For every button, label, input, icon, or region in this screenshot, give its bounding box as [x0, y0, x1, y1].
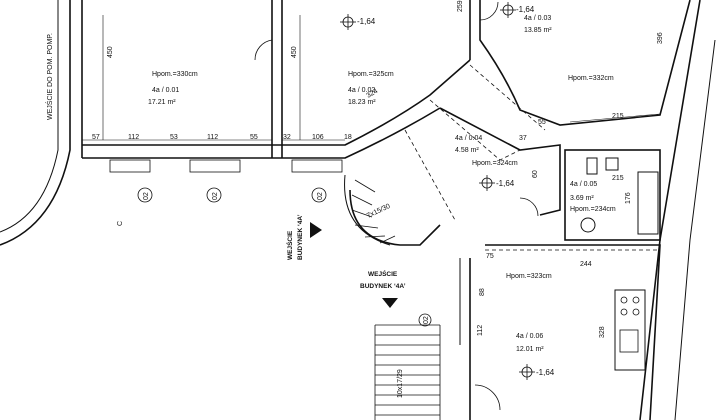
room3-outer [639, 0, 701, 420]
dashed-ceiling-2 [429, 99, 521, 161]
entry-arrow-1 [310, 222, 322, 238]
dim-112-b: 112 [207, 134, 218, 141]
door-swing-1 [254, 39, 273, 61]
marker-c: C [117, 221, 124, 226]
dim-215-b: 215 [612, 175, 624, 182]
window-sections [109, 159, 343, 173]
room-03-area: 13.85 m² [524, 27, 552, 34]
room6-walls [485, 244, 661, 420]
room-05-area: 3.69 m² [570, 195, 594, 202]
entry-2-line2: BUDYNEK ‘4A’ [360, 283, 406, 290]
level-middle: -1,64 [496, 179, 515, 188]
dim-450-b: 450 [291, 46, 298, 58]
room-05-height: Hpom.=234cm [570, 206, 616, 213]
room-01-height: Hpom.=330cm [152, 71, 198, 78]
room-06-area: 12.01 m² [516, 346, 544, 353]
dim-259: 259 [457, 0, 464, 12]
dim-215: 215 [612, 113, 624, 120]
bathtub [637, 171, 659, 235]
room-02-code: 4a / 0.02 [348, 87, 375, 94]
dim-106: 106 [312, 134, 324, 141]
toilet [586, 157, 598, 175]
corridor-wall-top [82, 59, 471, 146]
dim-55: 55 [250, 134, 258, 141]
room-04-code: 4a / 0.04 [455, 135, 482, 142]
room-04-area: 4.58 m² [455, 147, 479, 154]
room-03-code: 4a / 0.03 [524, 15, 551, 22]
door-swing-4 [474, 384, 501, 411]
window-tag-1: 02 [143, 192, 150, 200]
room-01-code: 4a / 0.01 [152, 87, 179, 94]
door-swing-3 [519, 197, 539, 217]
stair-curve [344, 174, 391, 246]
dim-75: 75 [486, 253, 494, 260]
room-05-code: 4a / 0.05 [570, 181, 597, 188]
entry-2-line1: WEJŚCIE [368, 269, 398, 278]
dim-112-c: 112 [477, 325, 484, 336]
door-swing-2 [479, 1, 499, 21]
east-facade [674, 39, 716, 420]
room3-walls [479, 0, 691, 126]
dim-32: 32 [283, 134, 291, 141]
level-markers [340, 2, 535, 380]
upper-staircase [351, 179, 396, 244]
room-01-area: 17.21 m² [148, 99, 176, 106]
dim-396: 396 [657, 32, 664, 44]
left-curved-wall-inner [0, 0, 59, 233]
side-pump-room-label: WEJŚCIE DO POM. POMP. [45, 33, 54, 120]
room-06-height: Hpom.=323cm [506, 273, 552, 280]
dim-88: 88 [479, 288, 486, 296]
left-curved-wall [0, 0, 71, 246]
stair-well [349, 189, 441, 246]
corridor-center [439, 107, 561, 216]
hob-1 [620, 296, 628, 304]
room-03-height: Hpom.=332cm [568, 75, 614, 82]
corridor-wall-bottom [82, 107, 441, 159]
dim-57: 57 [92, 134, 100, 141]
room-06-code: 4a / 0.06 [516, 333, 543, 340]
dashed-ceiling-1 [469, 64, 546, 131]
dim-244: 244 [580, 261, 592, 268]
hob-4 [632, 308, 640, 316]
window-tag-4: 02 [423, 316, 430, 324]
dim-37: 37 [519, 135, 527, 142]
dim-60: 60 [532, 170, 539, 178]
window-tag-circles [137, 187, 432, 327]
dim-18: 18 [344, 134, 352, 141]
kitchen-sink [619, 329, 639, 353]
room-04-height: Hpom.=324cm [472, 160, 518, 167]
window-tag-3: 02 [317, 192, 324, 200]
level-bottom: -1,64 [536, 368, 555, 377]
dim-112-a: 112 [128, 134, 139, 141]
window-tag-2: 02 [212, 192, 219, 200]
stair-bottom-label: 10x17/29 [397, 369, 404, 398]
stair-top-label: 7x15/30 [366, 203, 392, 220]
dim-176: 176 [625, 192, 632, 204]
room-02-area: 18.23 m² [348, 99, 376, 106]
washbasin [580, 217, 596, 233]
dim-450-a: 450 [107, 46, 114, 58]
bathroom-walls [564, 149, 661, 241]
dim-324: 324 [366, 88, 380, 100]
level-top-center: -1,64 [357, 17, 376, 26]
dim-line-215 [569, 113, 661, 123]
dim-53: 53 [170, 134, 178, 141]
dashed-ceiling-4 [404, 129, 456, 221]
hob-3 [620, 308, 628, 316]
dim-328: 328 [599, 326, 606, 338]
level-top-right: -1,64 [516, 5, 535, 14]
lower-staircase [374, 324, 441, 420]
dim-55-b: 55 [538, 119, 546, 126]
entry-arrow-2 [382, 298, 398, 308]
room-02-height: Hpom.=325cm [348, 71, 394, 78]
kitchen-unit [614, 289, 646, 371]
hob-2 [632, 296, 640, 304]
entry-1-line2: BUDYNEK ‘4A’ [297, 214, 304, 260]
sink-top [605, 157, 619, 171]
entry-1-line1: WEJŚCIE [285, 230, 294, 260]
